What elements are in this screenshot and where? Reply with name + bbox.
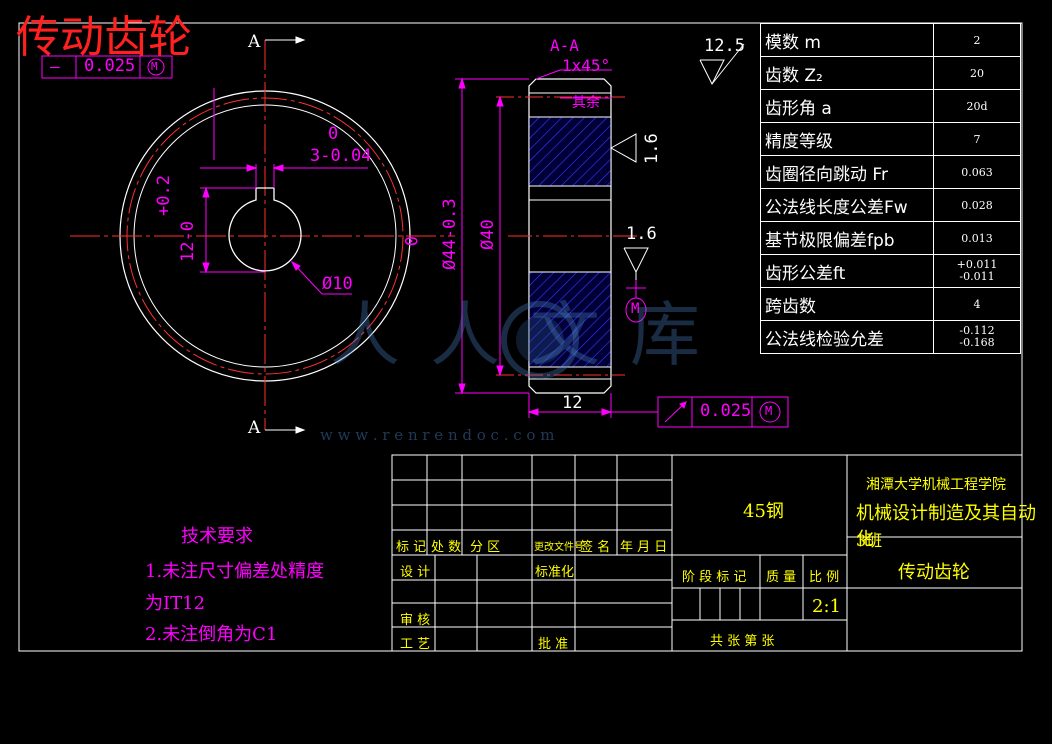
tolerance-dash: — xyxy=(50,57,60,76)
section-label: A-A xyxy=(550,36,579,55)
cut-label-bottom: A xyxy=(248,418,261,438)
param-value: +0.011 -0.011 xyxy=(933,254,1021,288)
tb-docno: 更改文件号 xyxy=(534,542,584,553)
tb-count: 处 数 xyxy=(431,540,462,555)
param-label: 齿数 Z₂ xyxy=(760,56,934,90)
top-tolerance-frame xyxy=(41,55,173,79)
key-depth-upper: +0.2 xyxy=(154,175,174,216)
drawing-title: 传动齿轮 xyxy=(16,12,192,63)
param-value: 0.063 xyxy=(933,155,1021,189)
tb-part-name: 传动齿轮 xyxy=(898,562,970,583)
tb-school: 湘潭大学机械工程学院 xyxy=(866,477,1006,493)
width-dimension: 12 xyxy=(562,393,583,413)
gear-section-view xyxy=(496,78,640,394)
tb-mark: 标 记 xyxy=(396,540,427,555)
runout-value: 0.025 xyxy=(700,401,752,421)
cut-label-top: A xyxy=(248,32,261,52)
roughness-symbols xyxy=(610,43,745,280)
param-value: 2 xyxy=(933,23,1021,57)
outer-dia-dimension: Ø44-0.3 xyxy=(440,198,460,270)
title-block-grid xyxy=(391,454,1023,652)
tb-zone: 分 区 xyxy=(470,540,501,555)
param-row: 齿形公差ft+0.011 -0.011 xyxy=(760,254,1021,288)
gear-front-view xyxy=(70,40,455,430)
tb-process: 工 艺 xyxy=(400,637,431,652)
tb-major: 机械设计制造及其自动化 xyxy=(856,503,1036,550)
notes-line-2: 为IT12 xyxy=(145,593,206,614)
param-value: -0.112 -0.168 xyxy=(933,320,1021,354)
key-width-dimension xyxy=(200,88,368,188)
param-label: 齿圈径向跳动 Fr xyxy=(760,155,934,189)
tb-mass: 质 量 xyxy=(766,570,797,585)
datum-m-marker xyxy=(625,280,647,323)
param-value: 20 xyxy=(933,56,1021,90)
param-value: 20d xyxy=(933,89,1021,123)
chamfer-label: 1x45° xyxy=(562,56,611,75)
tb-approve: 批 准 xyxy=(538,637,569,652)
bore-dimension: Ø10 xyxy=(322,274,353,294)
param-value: 0.028 xyxy=(933,188,1021,222)
param-label: 公法线检验允差 xyxy=(760,320,934,354)
rest-label: 其余 xyxy=(572,95,600,111)
outer-dia-upper: 0 xyxy=(400,236,420,247)
watermark-brand: 人人文库 xyxy=(330,294,730,376)
pitch-dia-dimension: Ø40 xyxy=(478,219,498,250)
roughness-1-6-bore: 1.6 xyxy=(626,224,657,244)
param-label: 公法线长度公差Fw xyxy=(760,188,934,222)
param-label: 齿形公差ft xyxy=(760,254,934,288)
tolerance-value: 0.025 xyxy=(84,56,136,76)
key-depth-lower: 12-0 xyxy=(178,221,198,262)
param-label: 齿形角 a xyxy=(760,89,934,123)
param-value: 7 xyxy=(933,122,1021,156)
tolerance-m: M xyxy=(151,60,158,73)
tb-date: 年 月 日 xyxy=(620,540,668,555)
param-value: 4 xyxy=(933,287,1021,321)
bore-leader xyxy=(290,260,352,295)
notes-heading: 技术要求 xyxy=(181,526,253,547)
tb-material: 45钢 xyxy=(743,501,784,522)
datum-m-label: M xyxy=(631,301,640,317)
runout-frame xyxy=(611,396,789,428)
tb-class: 3班 xyxy=(856,531,883,550)
watermark-url: w w w . r e n r e n d o c . c o m xyxy=(320,426,555,444)
cut-plane-arrows xyxy=(265,36,306,434)
watermark-logo xyxy=(501,301,579,379)
tb-scale-label: 比 例 xyxy=(809,570,840,585)
param-label: 精度等级 xyxy=(760,122,934,156)
roughness-1-6-side: 1.6 xyxy=(642,133,662,164)
param-row: 公法线检验允差-0.112 -0.168 xyxy=(760,320,1021,354)
tb-sheets: 共 张 第 张 xyxy=(710,634,775,649)
tb-standard: 标准化 xyxy=(535,565,575,580)
notes-line-1: 1.未注尺寸偏差处精度 xyxy=(145,561,325,582)
param-value: 0.013 xyxy=(933,221,1021,255)
param-label: 基节极限偏差fpb xyxy=(760,221,934,255)
notes-line-3: 2.未注倒角为C1 xyxy=(145,624,278,645)
tb-design: 设 计 xyxy=(400,565,431,580)
tb-stage: 阶 段 标 记 xyxy=(682,570,747,585)
key-width-upper: 0 xyxy=(328,124,339,144)
tb-review: 审 核 xyxy=(400,613,431,628)
runout-m: M xyxy=(765,404,773,418)
section-dimensions xyxy=(455,69,613,418)
tb-sign: 签 名 xyxy=(580,540,611,555)
param-label: 模数 m xyxy=(760,23,934,57)
tb-scale: 2:1 xyxy=(812,596,841,617)
roughness-12-5: 12.5 xyxy=(704,36,745,56)
key-depth-dimension xyxy=(200,186,265,274)
key-width-lower: 3-0.04 xyxy=(310,146,372,166)
param-label: 跨齿数 xyxy=(760,287,934,321)
